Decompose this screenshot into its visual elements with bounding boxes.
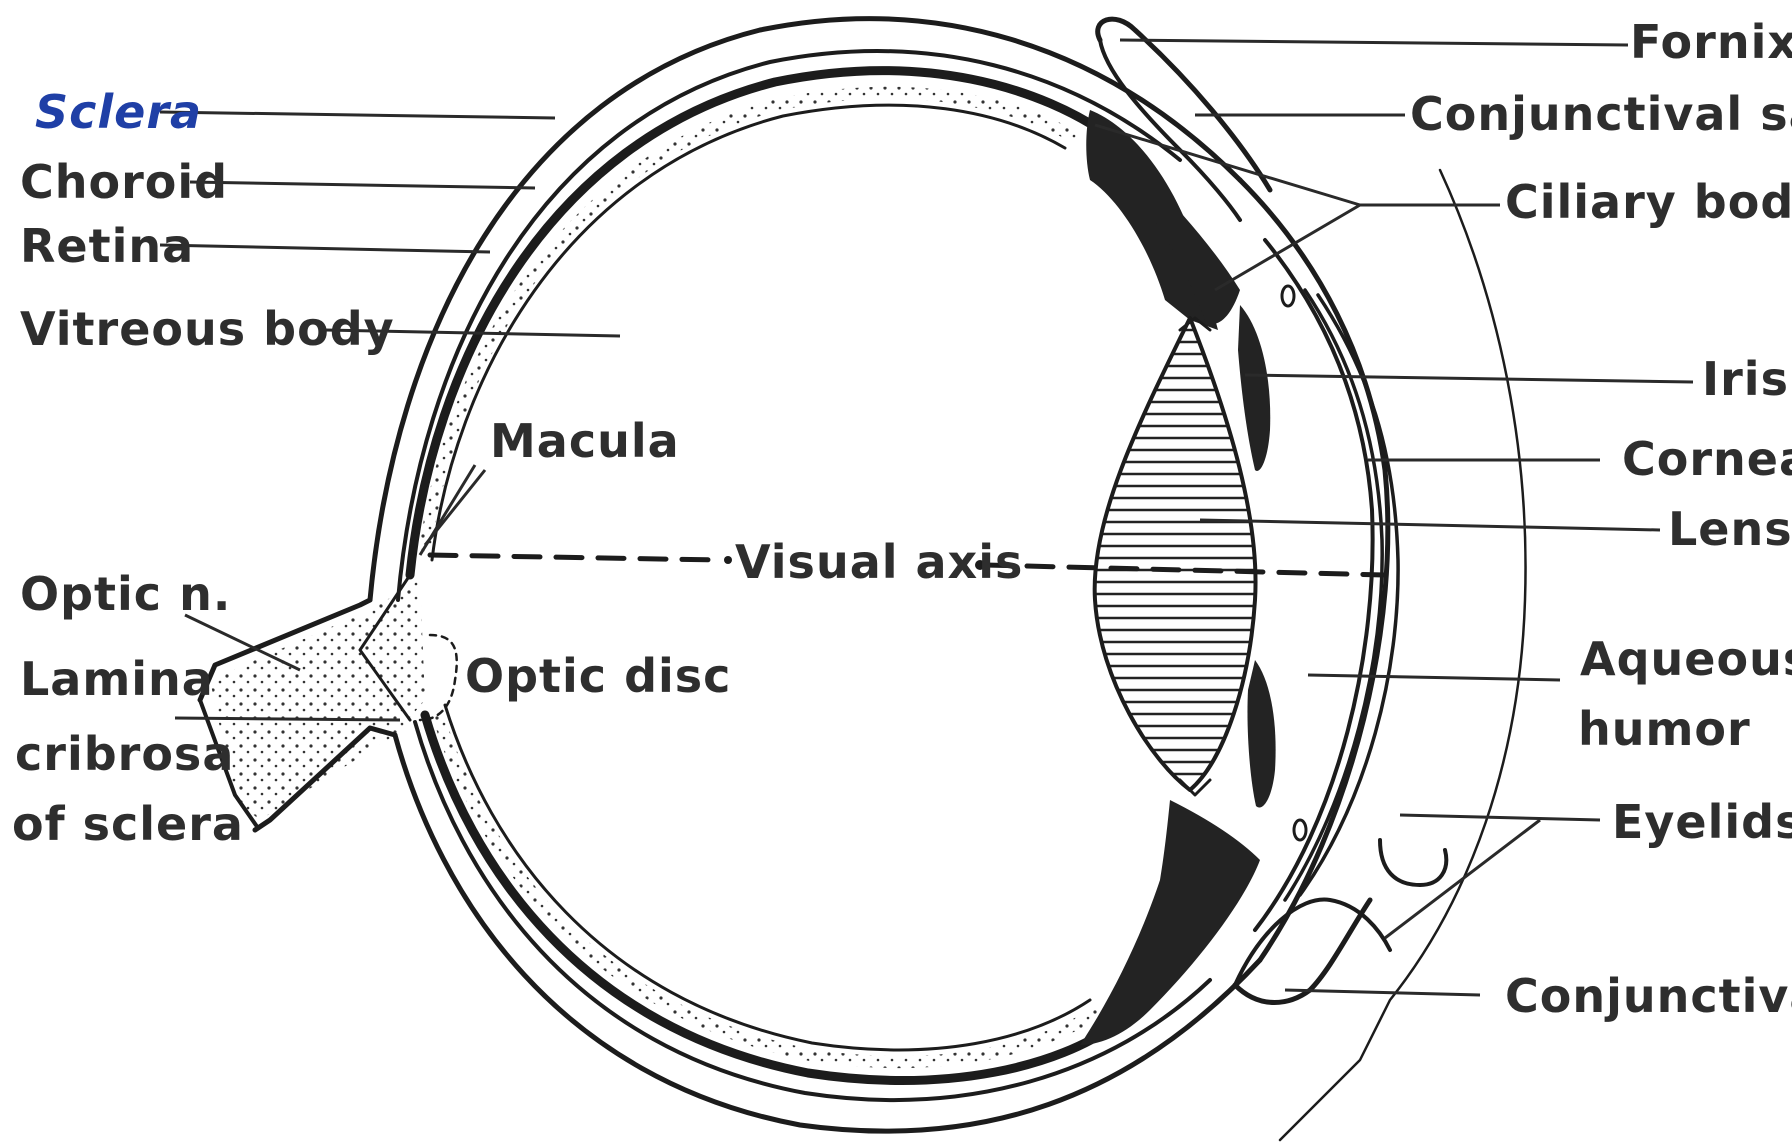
- label-optic-n: Optic n.: [20, 567, 231, 621]
- label-conjunctival-sac: Conjunctival sac: [1410, 87, 1792, 141]
- label-iris: Iris: [1702, 352, 1789, 406]
- label-eyelids: Eyelids: [1612, 795, 1792, 849]
- label-choroid: Choroid: [20, 155, 228, 209]
- leader-lines: [160, 40, 1693, 995]
- label-visual-axis: Visual axis: [735, 535, 1023, 589]
- label-aqueous-line2: humor: [1578, 702, 1751, 756]
- label-vitreous-body: Vitreous body: [20, 302, 395, 356]
- label-conjunctiva: Conjunctiva: [1505, 969, 1792, 1023]
- label-retina: Retina: [20, 219, 194, 273]
- label-sclera: Sclera: [35, 85, 202, 139]
- optic-nerve: [200, 575, 457, 830]
- label-ciliary-body: Ciliary body: [1505, 175, 1792, 229]
- label-macula: Macula: [490, 414, 680, 468]
- ciliary-body-and-iris: [1080, 110, 1276, 1045]
- label-lamina-line1: Lamina: [20, 652, 214, 706]
- label-fornix: Fornix: [1630, 15, 1792, 69]
- label-optic-disc: Optic disc: [465, 649, 731, 703]
- label-aqueous-line1: Aqueous: [1580, 632, 1792, 686]
- label-lens: Lens: [1668, 502, 1792, 556]
- label-lamina-line3: of sclera: [12, 797, 244, 851]
- lens: [1085, 318, 1265, 790]
- label-cornea: Cornea: [1622, 432, 1792, 486]
- label-lamina-line2: cribrosa: [15, 727, 234, 781]
